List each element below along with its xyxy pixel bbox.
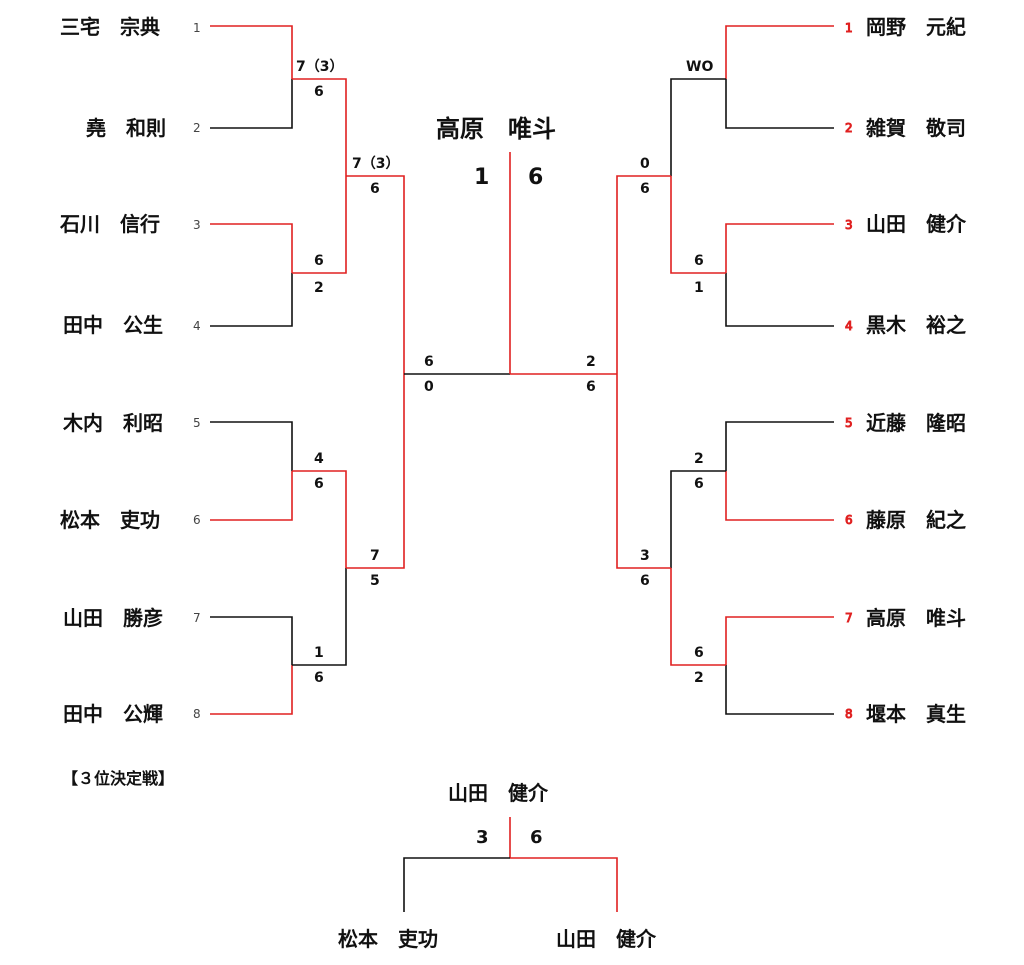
third-place-right-player: 山田 健介 <box>556 927 657 951</box>
right-r1-score-2-bottom: 1 <box>694 280 704 296</box>
left-r1-line-7 <box>210 616 293 665</box>
left-r1-score-3-top: 4 <box>314 451 324 467</box>
left-r3-line-1 <box>346 175 405 374</box>
right-r1-line-3 <box>725 223 834 273</box>
left-r3-line-2 <box>346 374 405 569</box>
left-seed-1: 1 <box>193 21 201 35</box>
left-r2-score-1-top: 7（3） <box>352 156 399 172</box>
left-seed-8: 8 <box>193 707 201 721</box>
right-r1-line-2 <box>725 79 834 129</box>
left-r1-score-1-top: 7（3） <box>296 59 343 75</box>
right-r1-score-1-top: WO <box>686 59 713 75</box>
right-r1-line-1 <box>725 25 834 79</box>
left-r2-score-2-top: 7 <box>370 548 380 564</box>
right-seed-6: 6 <box>845 513 853 527</box>
left-player-8-name: 田中 公輝 <box>63 702 163 726</box>
left-r1-line-3 <box>210 223 293 273</box>
left-r1-score-4-bottom: 6 <box>314 670 324 686</box>
left-player-6-name: 松本 吏功 <box>60 508 160 532</box>
right-r3-line-1 <box>616 175 671 374</box>
right-r1-score-4-top: 6 <box>694 645 704 661</box>
right-r2-score-2-bottom: 6 <box>640 573 650 589</box>
left-player-3-name: 石川 信行 <box>59 212 160 236</box>
right-player-5-name: 近藤 隆昭 <box>866 411 966 435</box>
third-place-score-right: 6 <box>530 827 543 848</box>
left-r1-line-5 <box>210 421 293 471</box>
right-r1-line-4 <box>725 273 834 327</box>
left-r1-line-8 <box>210 665 293 715</box>
right-seed-8: 8 <box>845 707 853 721</box>
right-seed-5: 5 <box>845 416 853 430</box>
right-player-6-name: 藤原 紀之 <box>865 508 966 532</box>
right-player-3-name: 山田 健介 <box>866 212 967 236</box>
right-r3-line-2 <box>616 374 671 569</box>
left-sf-score-bottom: 0 <box>424 379 434 395</box>
left-sf-score-top: 6 <box>424 354 434 370</box>
right-player-4-name: 黒木 裕之 <box>866 313 966 337</box>
right-r2-line-2 <box>670 176 726 274</box>
right-r1-line-5 <box>725 421 834 471</box>
right-r2-score-1-top: 0 <box>640 156 650 172</box>
left-r2-score-1-bottom: 6 <box>370 181 380 197</box>
right-seed-2: 2 <box>845 121 853 135</box>
right-r1-score-3-top: 2 <box>694 451 704 467</box>
right-r2-score-2-top: 3 <box>640 548 650 564</box>
left-seed-7: 7 <box>193 611 201 625</box>
left-r1-line-1 <box>210 25 293 79</box>
right-r2-line-1 <box>670 78 726 176</box>
right-r1-line-6 <box>725 471 834 521</box>
right-r1-score-2-top: 6 <box>694 253 704 269</box>
left-r2-line-4 <box>292 568 347 666</box>
third-place-heading: 【３位決定戦】 <box>62 769 174 788</box>
third-place-right-line <box>510 857 618 912</box>
right-r1-score-3-bottom: 6 <box>694 476 704 492</box>
right-r1-score-4-bottom: 2 <box>694 670 704 686</box>
right-seed-7: 7 <box>845 611 853 625</box>
left-r1-line-2 <box>210 79 293 129</box>
left-player-5-name: 木内 利昭 <box>62 411 163 435</box>
left-player-1-name: 三宅 宗典 <box>60 15 160 39</box>
left-r1-score-4-top: 1 <box>314 645 324 661</box>
left-r1-score-2-bottom: 2 <box>314 280 324 296</box>
third-place-score-left: 3 <box>476 827 489 848</box>
left-r2-score-2-bottom: 5 <box>370 573 380 589</box>
third-place-left-player: 松本 吏功 <box>338 927 438 951</box>
left-r1-score-2-top: 6 <box>314 253 324 269</box>
champion-score-left: 1 <box>474 165 489 190</box>
third-place-left-line <box>403 857 510 912</box>
left-seed-5: 5 <box>193 416 201 430</box>
left-seed-6: 6 <box>193 513 201 527</box>
left-r1-score-1-bottom: 6 <box>314 84 324 100</box>
left-seed-4: 4 <box>193 319 201 333</box>
champion-score-right: 6 <box>528 165 543 190</box>
right-seed-1: 1 <box>845 21 853 35</box>
left-r1-line-4 <box>210 273 293 327</box>
left-player-7-name: 山田 勝彦 <box>63 606 163 630</box>
right-player-8-name: 堰本 真生 <box>866 702 966 726</box>
champion-name: 高原 唯斗 <box>436 115 556 143</box>
right-player-2-name: 雑賀 敬司 <box>865 116 966 140</box>
left-player-4-name: 田中 公生 <box>63 313 163 337</box>
right-r1-line-7 <box>725 616 834 665</box>
right-seed-4: 4 <box>845 319 853 333</box>
right-player-7-name: 高原 唯斗 <box>866 606 966 630</box>
right-player-1-name: 岡野 元紀 <box>866 15 966 39</box>
left-seed-2: 2 <box>193 121 201 135</box>
right-sf-score-bottom: 6 <box>586 379 596 395</box>
left-seed-3: 3 <box>193 218 201 232</box>
left-r1-score-3-bottom: 6 <box>314 476 324 492</box>
left-r2-line-3 <box>292 470 347 568</box>
third-place-winner: 山田 健介 <box>448 781 549 805</box>
left-r2-line-2 <box>292 176 347 274</box>
left-r1-line-6 <box>210 471 293 521</box>
right-r2-line-3 <box>670 470 726 568</box>
left-r2-line-1 <box>292 78 347 176</box>
right-r1-line-8 <box>725 665 834 715</box>
left-player-2-name: 堯 和則 <box>85 116 166 140</box>
right-r2-score-1-bottom: 6 <box>640 181 650 197</box>
right-sf-score-top: 2 <box>586 354 596 370</box>
right-r2-line-4 <box>670 568 726 666</box>
right-seed-3: 3 <box>845 218 853 232</box>
